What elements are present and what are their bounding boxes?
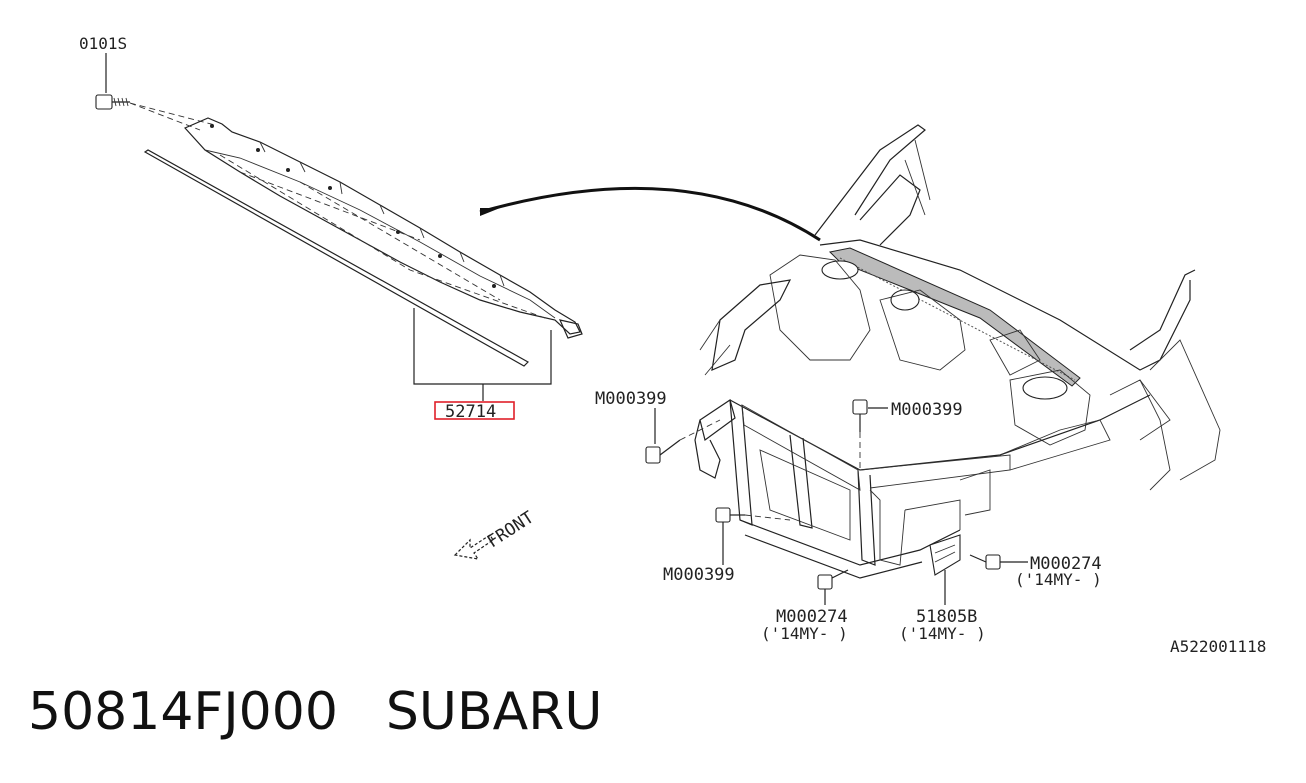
seal-part-label[interactable]: 52714 bbox=[445, 402, 496, 422]
bolt-m000399-center-icon bbox=[852, 399, 868, 432]
bolt-0101s-icon bbox=[95, 94, 130, 110]
front-arrow-icon bbox=[453, 534, 494, 560]
part-caption: 50814FJ000 SUBARU bbox=[28, 682, 650, 742]
bolt-m000274-right-label: M000274 bbox=[1030, 554, 1102, 574]
vehicle-front-structure bbox=[694, 124, 1221, 579]
bracket-part-label: 51805B bbox=[916, 607, 977, 627]
brand-name: SUBARU bbox=[385, 682, 603, 742]
bolt-m000274-bottom-label: M000274 bbox=[776, 607, 848, 627]
bolt-m000274-right-note: ('14MY- ) bbox=[1015, 570, 1102, 589]
bolt-m000399-left-label: M000399 bbox=[595, 389, 667, 409]
bolt-m000274-bottom-note: ('14MY- ) bbox=[761, 624, 848, 643]
seal-part-highlight bbox=[434, 401, 515, 420]
bolt-m000399-left-icon bbox=[645, 439, 681, 464]
bolt-0101s-label: 0101S bbox=[79, 34, 127, 53]
bolt-m000399-center-label: M000399 bbox=[891, 400, 963, 420]
bolt-m000274-right-icon bbox=[969, 554, 1001, 570]
bracket-part-note: ('14MY- ) bbox=[899, 624, 986, 643]
connector-arrow bbox=[479, 186, 821, 242]
bolt-m000274-bottom-icon bbox=[817, 569, 849, 590]
figure-code: A522001118 bbox=[1170, 637, 1266, 656]
front-label: FRONT bbox=[484, 508, 538, 553]
bolt-m000399-lower-label: M000399 bbox=[663, 565, 735, 585]
seal-assembly bbox=[95, 53, 583, 401]
part-number: 50814FJ000 bbox=[28, 682, 338, 742]
